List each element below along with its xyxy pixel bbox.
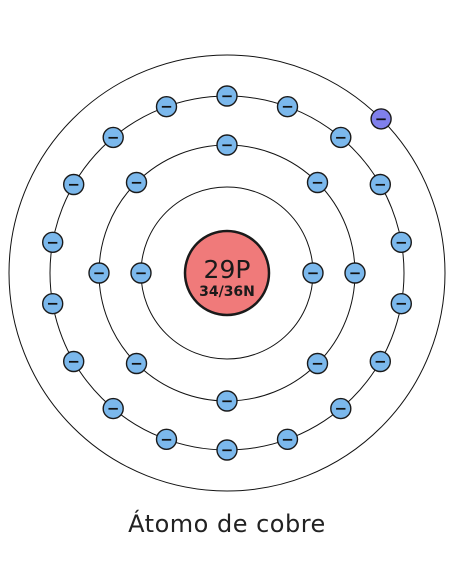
electron-minus-sign: − — [307, 264, 320, 282]
electron-minus-sign: − — [281, 430, 294, 448]
orbit-shell-4 — [8, 54, 446, 492]
electron-circle — [216, 390, 238, 412]
electron-minus-sign: − — [335, 400, 348, 418]
electron: − — [125, 352, 148, 375]
electron-circle — [390, 231, 412, 254]
electron: − — [155, 428, 178, 450]
electron-minus-sign: − — [160, 430, 173, 448]
electron-minus-sign: − — [46, 233, 59, 251]
electron-circle — [102, 397, 124, 420]
caption: Átomo de cobre — [128, 510, 326, 538]
electron-minus-sign: − — [349, 264, 362, 282]
electron: − — [370, 108, 392, 130]
proton-count: 29P — [204, 255, 251, 284]
electron-circle — [344, 262, 366, 284]
nucleus: 29P 34/36N — [183, 229, 271, 317]
electron-circle — [306, 171, 329, 194]
electron-minus-sign: − — [375, 110, 388, 128]
electron: − — [306, 171, 329, 194]
electron: − — [155, 95, 178, 118]
electron-circle — [125, 352, 148, 375]
electron: − — [330, 397, 352, 420]
electron-circle — [155, 428, 178, 450]
electron-minus-sign: − — [374, 353, 387, 371]
electron: − — [276, 95, 299, 118]
electron-circle — [130, 262, 152, 284]
electron-circle — [62, 173, 85, 196]
electron-circle — [102, 126, 124, 149]
electron: − — [42, 293, 64, 315]
electron-minus-sign: − — [221, 136, 234, 154]
nucleus-circle — [183, 229, 271, 317]
electron-minus-sign: − — [93, 264, 106, 282]
electron-minus-sign: − — [221, 87, 234, 105]
electron-minus-sign: − — [395, 233, 408, 251]
electron: − — [216, 134, 238, 156]
electron-minus-sign: − — [46, 295, 59, 313]
electron-minus-sign: − — [107, 400, 120, 418]
electron-minus-sign: − — [335, 128, 348, 146]
electron: − — [344, 262, 366, 284]
electron: − — [88, 262, 110, 284]
electron-circle — [369, 173, 391, 196]
electron-circle — [42, 231, 64, 254]
electron-minus-sign: − — [395, 295, 408, 313]
electron: − — [130, 262, 152, 284]
electron-circle — [276, 95, 299, 118]
electron-minus-sign: − — [67, 353, 80, 371]
electron-circle — [125, 171, 148, 194]
electron-minus-sign: − — [221, 392, 234, 410]
electron-circle — [330, 397, 352, 420]
electron-minus-sign: − — [281, 98, 294, 116]
electron-minus-sign: − — [311, 174, 324, 192]
electron-minus-sign: − — [130, 174, 143, 192]
electron-minus-sign: − — [130, 355, 143, 373]
electron: − — [306, 352, 329, 375]
electron: − — [369, 173, 391, 196]
electron-circle — [330, 126, 352, 149]
electron: − — [302, 262, 324, 284]
atom-diagram: 29P 34/36N − − − − − − − − − − − − − − − − − − − − − − − − − − − − − — [8, 54, 446, 492]
electron-minus-sign: − — [160, 98, 173, 116]
electron: − — [390, 231, 412, 254]
electron-circle — [369, 350, 391, 373]
electron-circle — [216, 134, 238, 156]
electron-minus-sign: − — [311, 355, 324, 373]
electron: − — [102, 397, 124, 420]
electron-minus-sign: − — [135, 264, 148, 282]
electron: − — [390, 293, 412, 315]
electron-circle — [155, 95, 178, 118]
electron-minus-sign: − — [107, 128, 120, 146]
electron-circle — [62, 350, 85, 373]
electron-minus-sign: − — [221, 441, 234, 459]
electron: − — [369, 350, 391, 373]
electron-circle — [88, 262, 110, 284]
electron-circle — [216, 439, 238, 461]
neutron-count: 34/36N — [199, 284, 255, 300]
electron-circle — [276, 428, 299, 450]
electron: − — [42, 231, 64, 254]
electron: − — [276, 428, 299, 450]
electron-circle — [302, 262, 324, 284]
electron: − — [330, 126, 352, 149]
electron-minus-sign: − — [67, 176, 80, 194]
electron-circle — [390, 293, 412, 315]
electron: − — [62, 350, 85, 373]
electron-circle — [306, 352, 329, 375]
electron: − — [216, 390, 238, 412]
electron: − — [125, 171, 148, 194]
electron: − — [102, 126, 124, 149]
electron-circle — [216, 85, 238, 107]
electrons: − − − − − − − − − − − − − − − − − − − − − − − − − − − − − — [42, 85, 412, 461]
electron-circle — [42, 293, 64, 315]
electron-minus-sign: − — [374, 176, 387, 194]
electron-circle — [370, 108, 392, 130]
electron: − — [62, 173, 85, 196]
electron: − — [216, 85, 238, 107]
electron: − — [216, 439, 238, 461]
